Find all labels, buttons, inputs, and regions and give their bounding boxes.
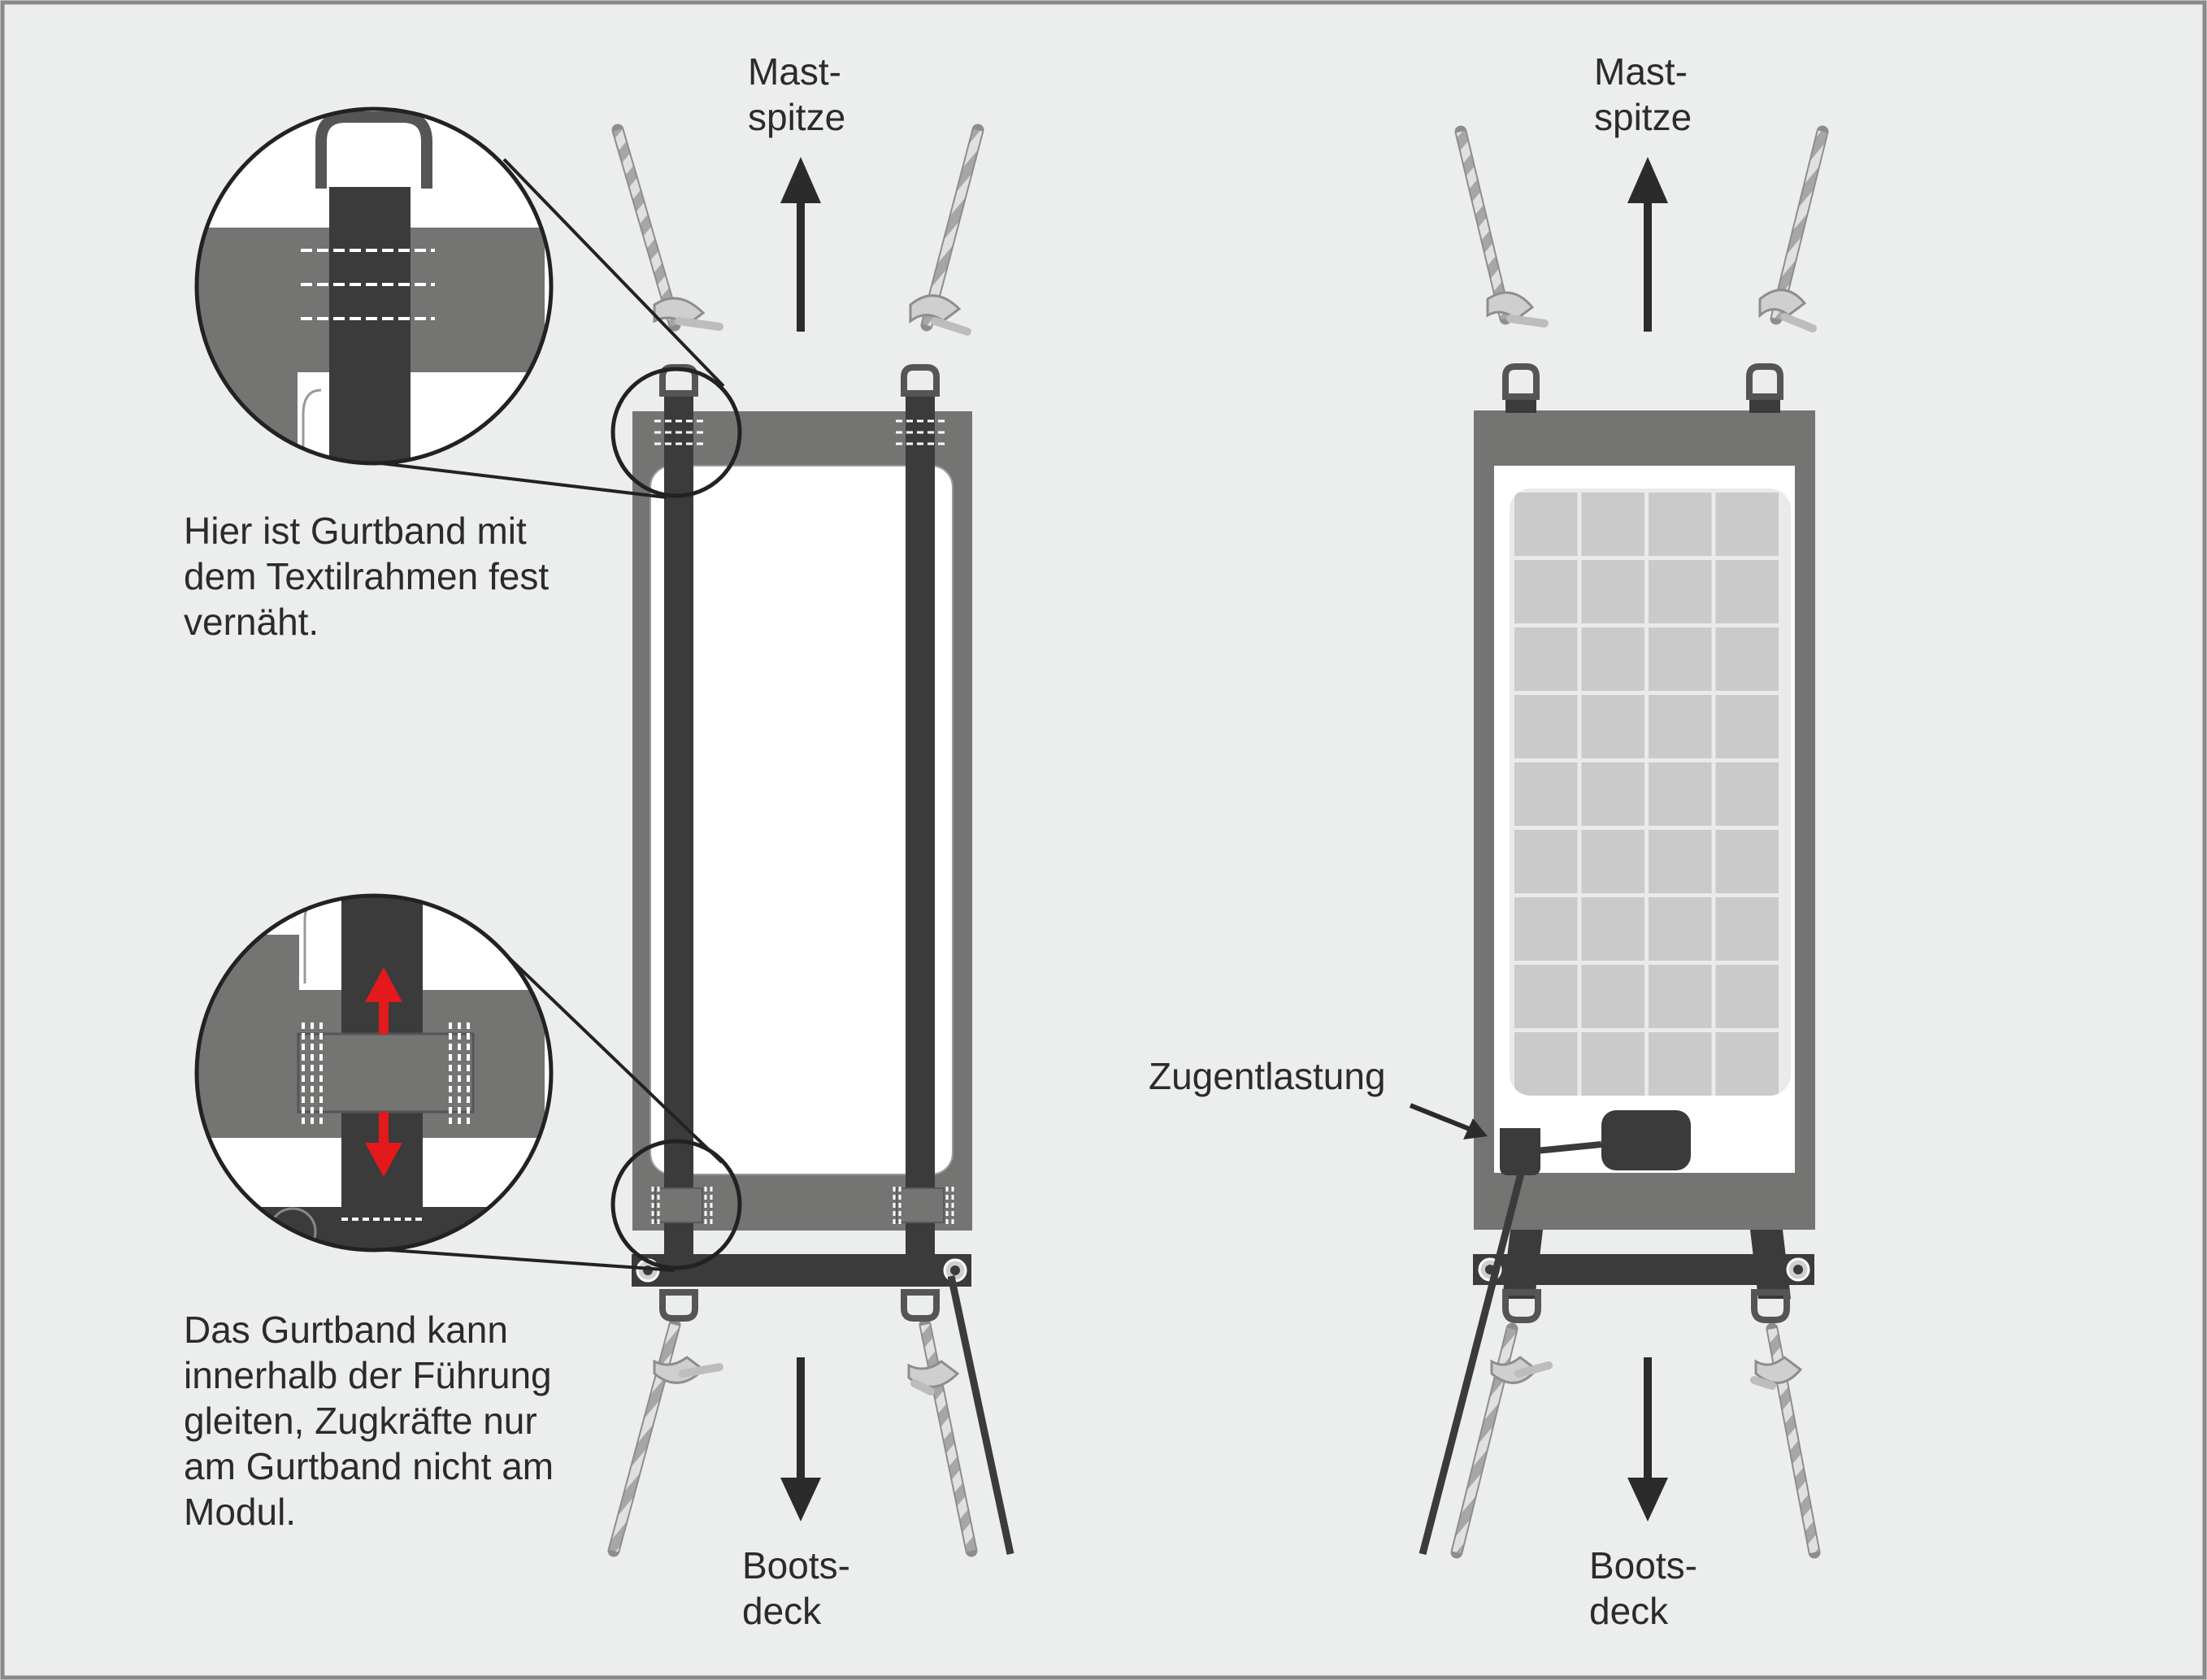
solar-cell [1649,762,1712,826]
solar-cell [1649,965,1712,1028]
solar-cell [1649,560,1712,623]
solar-cell [1514,762,1578,826]
rope-right-top [909,124,984,336]
solar-cell [1581,627,1644,691]
right-module [1409,125,1829,1559]
arrow-down-left [780,1357,821,1522]
label-mast-top-left: Mast-spitze [748,50,846,138]
solar-cell [1514,897,1578,961]
solar-cell [1649,627,1712,691]
strain-relief-clamp [1500,1128,1540,1175]
zoom-detail-bottom [194,893,554,1252]
solar-cell [1581,897,1644,961]
solar-cell [1649,830,1712,893]
strain-relief-pointer [1409,1103,1488,1140]
rope-right-bottom [907,1318,978,1557]
strap-left [664,393,693,1279]
rope-left-bottom [607,1318,723,1557]
slide-arrows [365,967,402,1177]
solar-cell [1715,627,1779,691]
arrow-up-left [780,157,821,332]
solar-cell-grid [1514,493,1779,1096]
arrow-up-right [1627,157,1668,332]
cable-right-module [1418,1169,1526,1556]
solar-cell [1581,560,1644,623]
solar-cell [1514,627,1578,691]
guide-right [896,1187,945,1223]
solar-cell [1514,1032,1578,1096]
cable-left-module [947,1275,1014,1555]
arrow-down-right [1627,1357,1668,1522]
zoom-marker-bottom [610,1139,742,1270]
rope-left-top [611,124,723,332]
solar-cell [1514,493,1578,556]
label-strain-relief: Zugentlastung [1149,1055,1386,1097]
zoom-marker-top [610,367,742,498]
label-deck-bottom-left: Boots-deck [742,1544,850,1632]
solar-cell [1715,762,1779,826]
solar-cell [1715,493,1779,556]
solar-cell [1715,830,1779,893]
solar-cell [1581,493,1644,556]
solar-cell [1581,762,1644,826]
solar-cell [1715,560,1779,623]
bottom-bar [632,1254,971,1287]
solar-cell [1715,1032,1779,1096]
junction-box [1601,1110,1691,1170]
solar-cell [1581,965,1644,1028]
zoom-detail-top [194,106,554,466]
solar-cell [1649,493,1712,556]
solar-cell [1581,695,1644,758]
solar-cell [1715,897,1779,961]
solar-cell [1649,695,1712,758]
solar-cell [1715,965,1779,1028]
bottom-bar-back [1473,1254,1814,1285]
solar-cell [1649,1032,1712,1096]
solar-cell [1649,897,1712,961]
solar-cell [1715,695,1779,758]
solar-cell [1581,830,1644,893]
solar-cell [1514,830,1578,893]
label-deck-bottom-right: Boots-deck [1589,1544,1697,1632]
solar-cell [1514,695,1578,758]
solar-cell [1514,965,1578,1028]
left-module [332,124,1014,1557]
guide-left [654,1187,703,1223]
solar-cell [1581,1032,1644,1096]
solar-cell [1514,560,1578,623]
strap-right [906,393,935,1279]
label-mast-top-right: Mast-spitze [1594,50,1692,138]
